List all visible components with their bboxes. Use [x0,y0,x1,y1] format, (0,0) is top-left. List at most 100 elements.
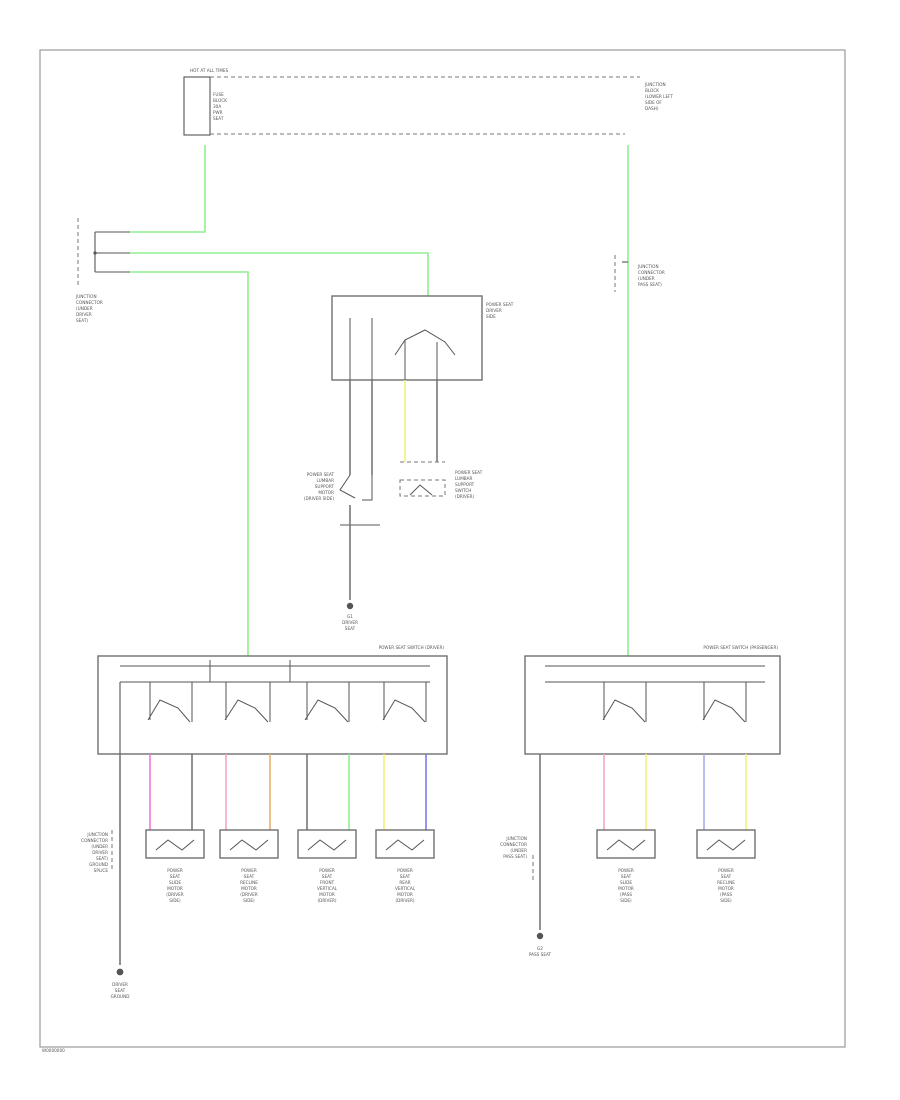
svg-text:(UNDER: (UNDER [76,306,93,311]
fuse-block: HOT AT ALL TIMES FUSE BLOCK 30A PWR SEAT [183,68,229,136]
svg-text:MOTOR: MOTOR [318,490,334,495]
svg-text:DRIVER: DRIVER [112,982,128,987]
motor-pass-slide: POWER SEAT SLIDE MOTOR (PASS SIDE) [596,829,656,903]
svg-text:G1: G1 [347,614,353,619]
svg-text:SEAT: SEAT [170,874,181,879]
svg-text:SEAT): SEAT) [76,318,88,323]
svg-text:G2: G2 [537,946,543,951]
ground-right-icon [536,932,544,940]
svg-text:GROUND: GROUND [89,862,108,867]
ground-center-label: G1 DRIVER SEAT [342,614,358,631]
svg-text:MOTOR: MOTOR [319,892,335,897]
svg-text:BLOCK: BLOCK [645,88,659,93]
svg-text:SPLICE: SPLICE [94,868,109,873]
svg-text:SIDE: SIDE [486,314,496,319]
svg-text:POWER SEAT: POWER SEAT [486,302,514,307]
svg-text:SEAT: SEAT [621,874,632,879]
svg-text:JUNCTION: JUNCTION [505,836,527,841]
svg-text:MOTOR: MOTOR [241,886,257,891]
pass-switch-internals [545,665,765,723]
svg-text:POWER: POWER [241,868,257,873]
svg-text:PASS SEAT): PASS SEAT) [503,854,527,859]
svg-text:CONNECTOR: CONNECTOR [81,838,108,843]
svg-text:JUNCTION: JUNCTION [637,264,659,269]
passenger-power-seat-switch [524,655,781,755]
ground-left-icon [116,968,124,976]
svg-text:POWER SEAT: POWER SEAT [455,470,483,475]
svg-text:SIDE OF: SIDE OF [645,100,662,105]
svg-text:(UNDER: (UNDER [510,848,527,853]
svg-text:JUNCTION: JUNCTION [644,82,666,87]
ground-left-label: DRIVER SEAT GROUND [111,982,130,999]
svg-text:SEAT: SEAT [322,874,333,879]
svg-text:LUMBAR: LUMBAR [317,478,335,483]
svg-text:(DRIVER): (DRIVER) [395,898,414,903]
svg-text:DRIVER: DRIVER [76,312,92,317]
svg-text:SEAT: SEAT [400,874,411,879]
svg-text:JUNCTION: JUNCTION [86,832,108,837]
svg-text:GROUND: GROUND [111,994,130,999]
svg-text:RECLINE: RECLINE [240,880,258,885]
svg-text:(UNDER: (UNDER [91,844,108,849]
svg-text:(UNDER: (UNDER [638,276,655,281]
driver-switch-internals [119,660,430,754]
svg-text:DRIVER: DRIVER [342,620,358,625]
svg-text:CONNECTOR: CONNECTOR [76,300,103,305]
svg-text:POWER: POWER [319,868,335,873]
svg-text:POWER: POWER [718,868,734,873]
ground-center-icon [346,602,354,610]
svg-text:POWER: POWER [618,868,634,873]
driver-power-seat-switch [97,655,448,755]
fuse-label-4: PWR [213,110,223,115]
svg-text:SEAT: SEAT [244,874,255,879]
svg-text:(DRIVER: (DRIVER [240,892,258,897]
svg-text:(PASS: (PASS [720,892,732,897]
driver-switch-title: POWER SEAT SWITCH (DRIVER) [379,645,445,650]
svg-text:SEAT: SEAT [721,874,732,879]
fuse-label-2: BLOCK [213,98,227,103]
fuse-label-5: SEAT [213,116,224,121]
lumbar-motor-wiring [339,474,380,526]
svg-text:JUNCTION: JUNCTION [75,294,97,299]
svg-text:(LOWER LEFT: (LOWER LEFT [645,94,673,99]
left-connector-label: JUNCTION CONNECTOR (UNDER DRIVER SEAT) G… [81,830,113,873]
svg-text:(PASS: (PASS [620,892,632,897]
fuse-block-title: HOT AT ALL TIMES [190,68,229,73]
svg-text:MOTOR: MOTOR [618,886,634,891]
svg-text:SIDE): SIDE) [620,898,632,903]
svg-text:SLIDE: SLIDE [620,880,632,885]
svg-text:FRONT: FRONT [320,880,335,885]
svg-text:(DRIVER): (DRIVER) [317,898,336,903]
pass-switch-title: POWER SEAT SWITCH (PASSENGER) [703,645,778,650]
svg-text:MOTOR: MOTOR [718,886,734,891]
svg-text:POWER SEAT: POWER SEAT [307,472,335,477]
svg-text:PASS SEAT): PASS SEAT) [638,282,662,287]
svg-text:REAR: REAR [399,880,410,885]
svg-text:VERTICAL: VERTICAL [395,886,416,891]
svg-text:SLIDE: SLIDE [169,880,181,885]
driver-junction-block-label: JUNCTION BLOCK (LOWER LEFT SIDE OF DASH) [644,82,673,111]
svg-text:PASS SEAT: PASS SEAT [529,952,552,957]
svg-text:SUPPORT: SUPPORT [315,484,335,489]
svg-text:MOTOR: MOTOR [167,886,183,891]
fuse-label-1: FUSE [213,92,224,97]
svg-text:(DRIVER: (DRIVER [166,892,184,897]
svg-text:CONNECTOR: CONNECTOR [500,842,527,847]
svg-text:(DRIVER SIDE): (DRIVER SIDE) [304,496,335,501]
ground-right-label: G2 PASS SEAT [529,946,552,957]
wire-splice-to-relay [130,252,429,296]
motor-driver-front-vertical: POWER SEAT FRONT VERTICAL MOTOR (DRIVER) [297,829,357,903]
svg-text:DRIVER: DRIVER [486,308,502,313]
svg-text:SEAT): SEAT) [96,856,108,861]
svg-text:SEAT: SEAT [115,988,126,993]
motor-driver-slide: POWER SEAT SLIDE MOTOR (DRIVER SIDE) [145,829,205,903]
relay-label: POWER SEAT DRIVER SIDE [486,302,514,319]
svg-text:MOTOR: MOTOR [397,892,413,897]
svg-text:SIDE): SIDE) [243,898,255,903]
svg-text:POWER: POWER [167,868,183,873]
diagram-frame [39,49,846,1048]
fuse-label-3: 30A [213,104,221,109]
lumbar-motor-label: POWER SEAT LUMBAR SUPPORT MOTOR (DRIVER … [304,472,335,501]
relay-internals [349,318,456,380]
